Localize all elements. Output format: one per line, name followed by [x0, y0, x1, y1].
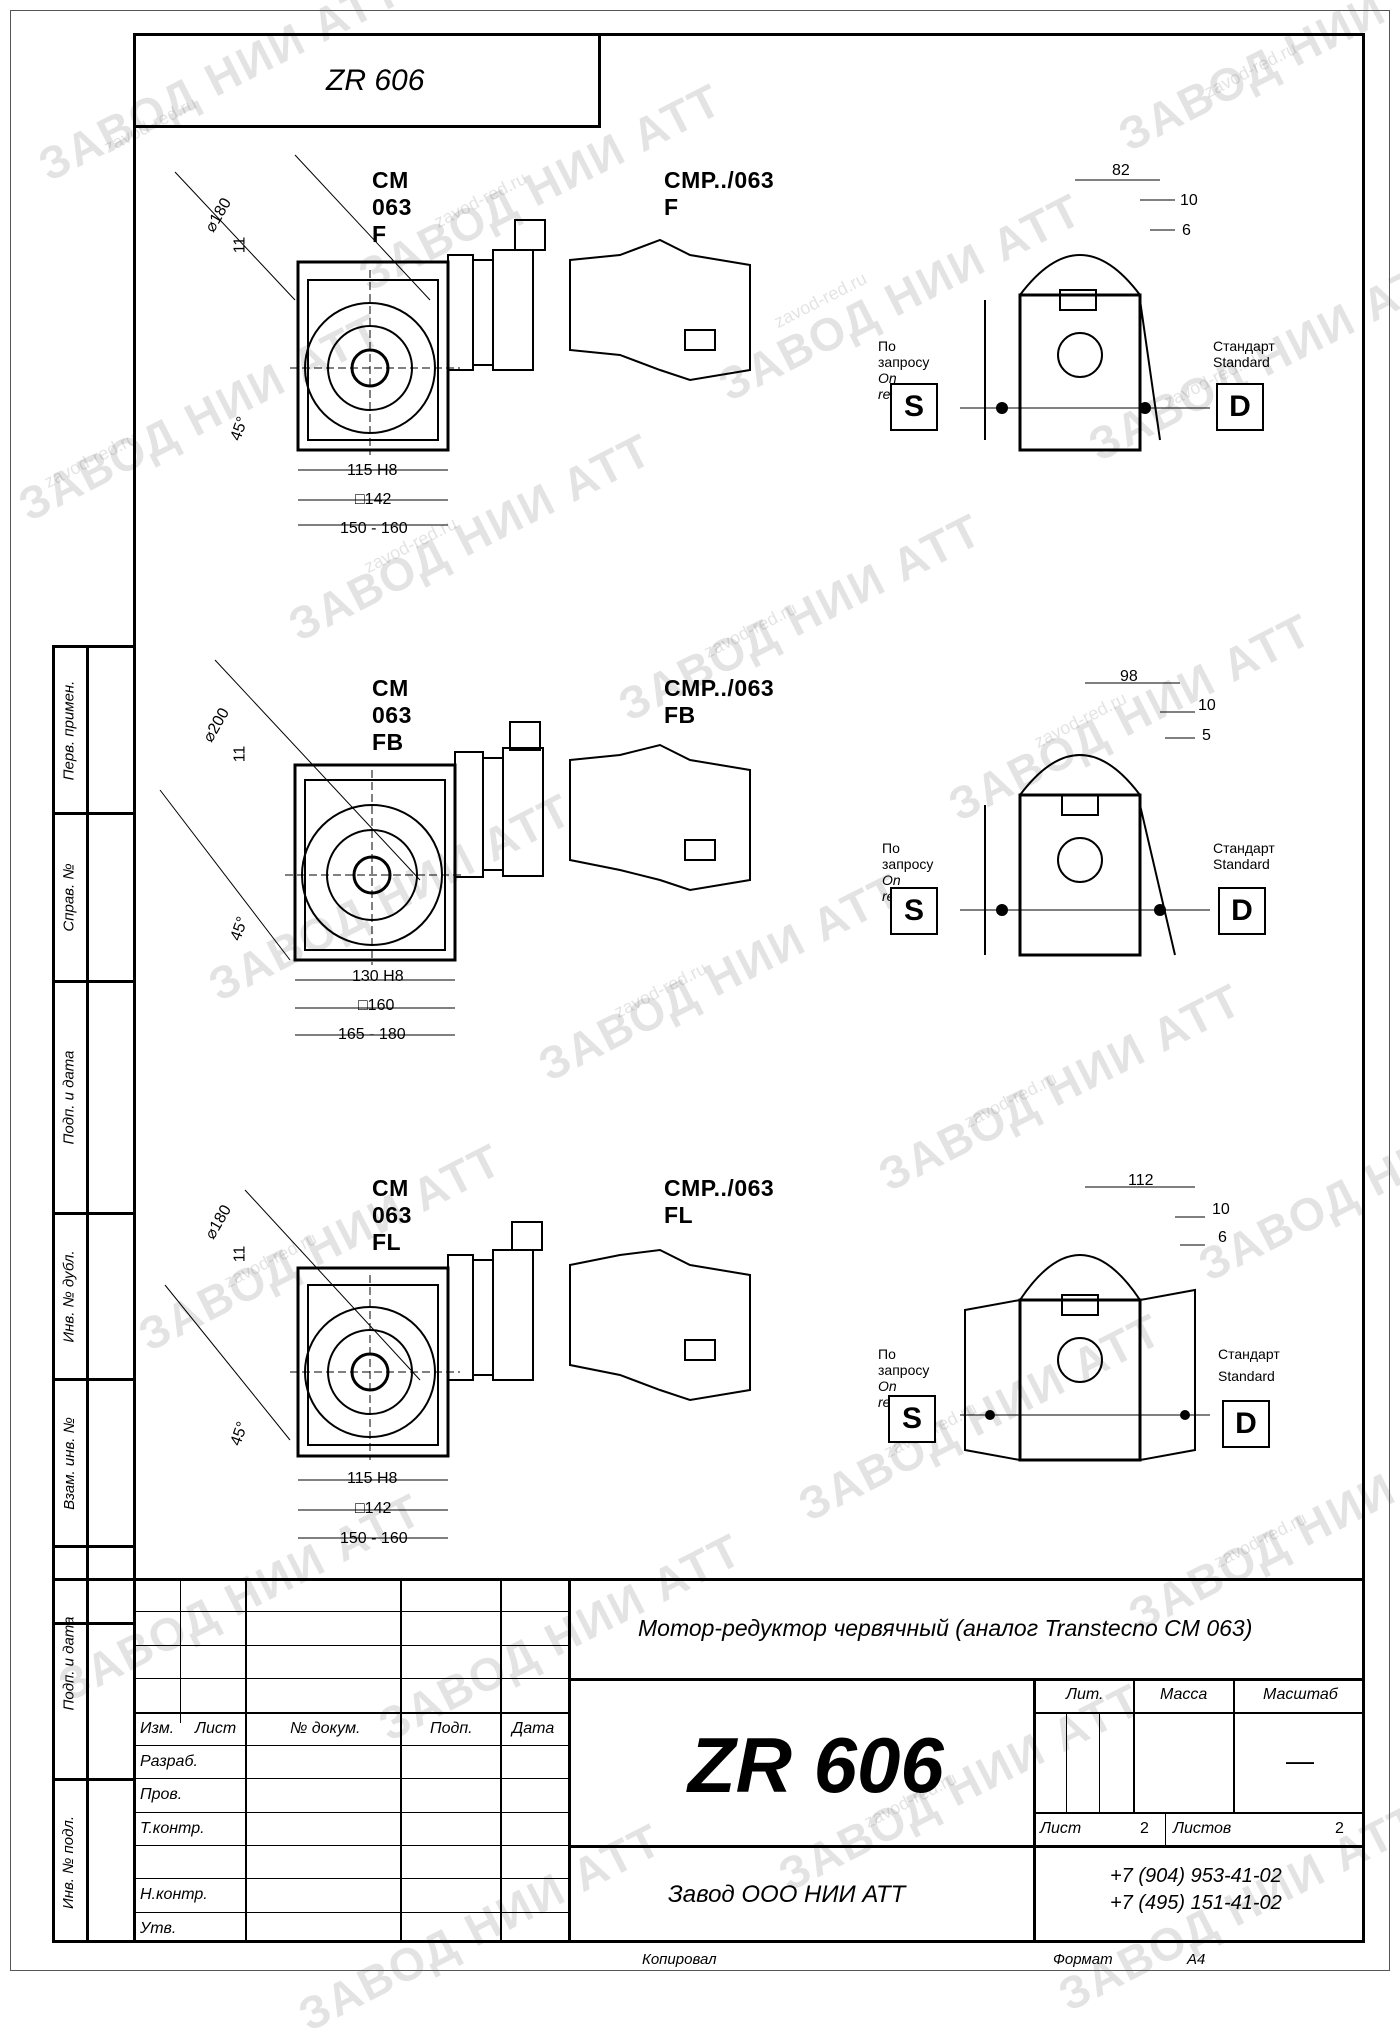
- footer-format-label: Формат: [1053, 1951, 1113, 1968]
- dim-a: 10: [1180, 192, 1198, 209]
- header-code-box: ZR 606: [133, 33, 601, 128]
- tb-col-data: Дата: [512, 1720, 555, 1737]
- dim-b: 5: [1202, 727, 1211, 744]
- dim-top: 112: [1128, 1172, 1154, 1189]
- dim-range: 150 - 160: [340, 520, 408, 537]
- tb-phone-1: +7 (904) 953-41-02: [1110, 1865, 1282, 1887]
- dim-a: 10: [1198, 697, 1216, 714]
- dim-b: 6: [1218, 1229, 1227, 1246]
- option-d-box: D: [1216, 383, 1264, 431]
- tb-row-tkontr: Т.контр.: [140, 1820, 205, 1837]
- option-s-box: S: [890, 887, 938, 935]
- tb-col-list: Лист: [195, 1720, 237, 1737]
- dim-top: 98: [1120, 668, 1138, 685]
- tb-company: Завод ООО НИИ АТТ: [668, 1881, 906, 1908]
- side-column-upper: [52, 645, 136, 1625]
- footer-format-value: A4: [1187, 1951, 1206, 1968]
- dim-bore: 115 H8: [347, 462, 398, 479]
- footer-copied: Копировал: [642, 1951, 717, 1968]
- tb-col-doc: № докум.: [290, 1720, 361, 1737]
- tb-row-razrab: Разраб.: [140, 1753, 198, 1770]
- tb-col-podp: Подп.: [430, 1720, 473, 1737]
- tb-masshtab: Масштаб: [1263, 1686, 1338, 1703]
- option-s-box: S: [890, 383, 938, 431]
- dim-square: □142: [355, 1500, 392, 1517]
- gearbox-front-view: [164, 1186, 1210, 1539]
- tb-massa: Масса: [1160, 1686, 1208, 1703]
- dim-range: 165 - 180: [338, 1026, 406, 1043]
- drawing-title-left: CM 063 F: [372, 167, 412, 247]
- tb-sheets-value: 2: [1335, 1820, 1344, 1837]
- drawing-title-right: CMP../063 FL: [664, 1175, 775, 1228]
- drawing-title-right: CMP../063 F: [664, 167, 775, 220]
- dim-b: 6: [1182, 222, 1191, 239]
- gearbox-front-view: [174, 154, 1210, 526]
- dim-square: □142: [355, 491, 392, 508]
- tb-lit: Лит.: [1066, 1686, 1104, 1703]
- option-d-box: D: [1218, 887, 1266, 935]
- tb-scale-value: —: [1286, 1745, 1314, 1776]
- tb-sheet-label: Лист: [1040, 1820, 1082, 1837]
- header-code: ZR 606: [326, 64, 425, 97]
- tb-row-nkontr: Н.контр.: [140, 1886, 208, 1903]
- option-s-box: S: [888, 1395, 936, 1443]
- dim-a: 10: [1212, 1201, 1230, 1218]
- dim-bore: 130 H8: [352, 968, 404, 985]
- dim-square: □160: [358, 997, 395, 1014]
- dim-bore: 115 H8: [347, 1470, 398, 1487]
- tb-product-code: ZR 606: [688, 1721, 944, 1809]
- tb-product-name: Мотор-редуктор червячный (аналог Transte…: [638, 1615, 1253, 1641]
- drawing-title-right: CMP../063 FB: [664, 675, 775, 728]
- tb-row-utv: Утв.: [140, 1920, 177, 1937]
- dim-range: 150 - 160: [340, 1530, 408, 1547]
- drawing-title-left: CM 063 FB: [372, 675, 412, 755]
- tb-sheet-value: 2: [1140, 1820, 1149, 1837]
- dim-offset: 11: [231, 1245, 249, 1263]
- gearbox-front-view: [159, 659, 1210, 1036]
- tb-col-izm: Изм.: [140, 1720, 175, 1737]
- tb-phone-2: +7 (495) 151-41-02: [1110, 1892, 1282, 1914]
- option-d-box: D: [1222, 1400, 1270, 1448]
- sheet-border: [10, 10, 1390, 1971]
- dim-top: 82: [1112, 162, 1130, 179]
- drawing-title-left: CM 063 FL: [372, 1175, 412, 1255]
- side-column-lower: [52, 1578, 136, 1943]
- tb-row-prov: Пров.: [140, 1786, 183, 1803]
- tb-sheets-label: Листов: [1173, 1820, 1232, 1837]
